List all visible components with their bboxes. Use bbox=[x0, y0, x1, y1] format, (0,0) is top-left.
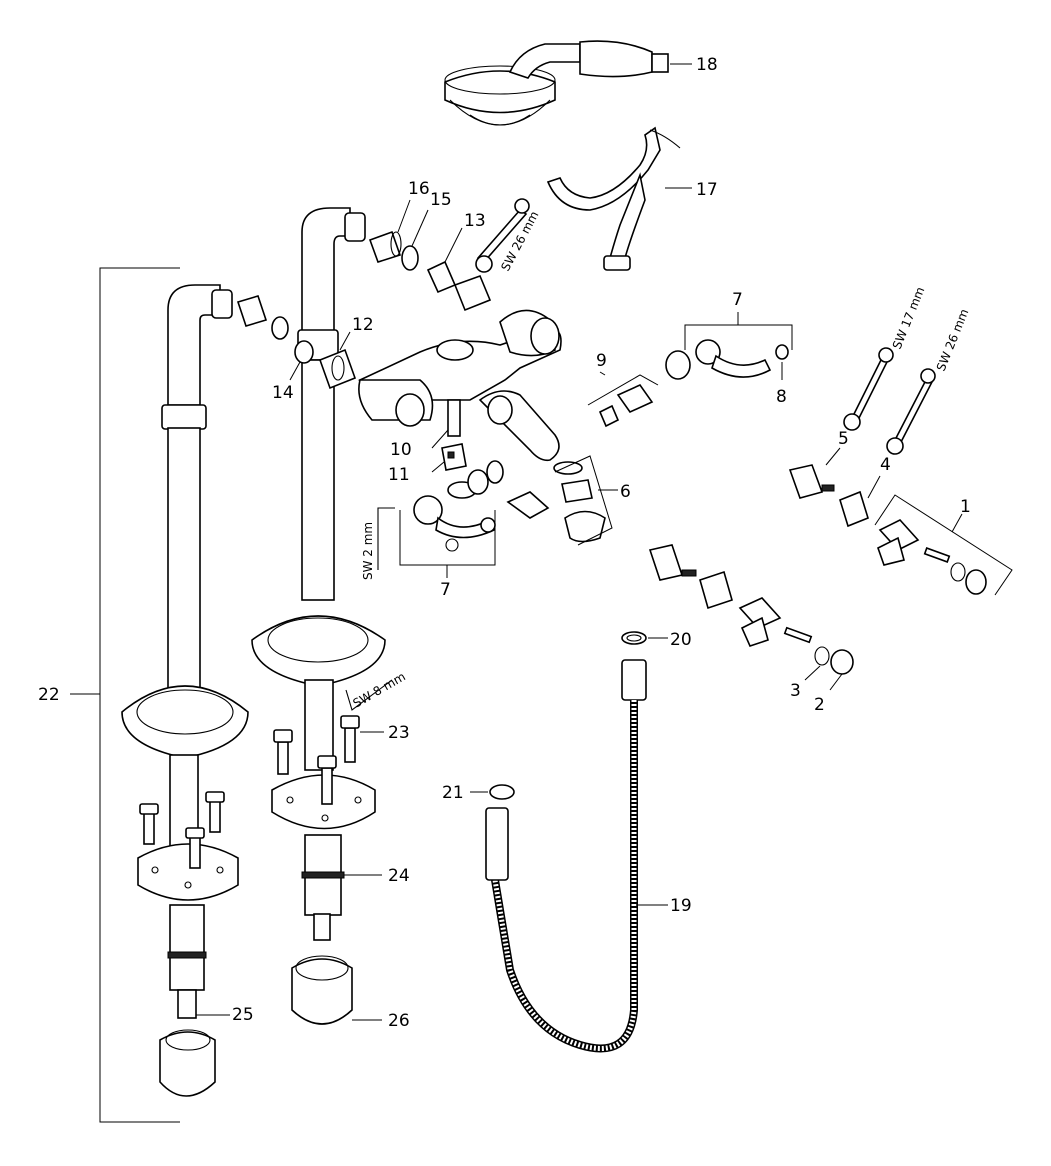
callout-4: 4 bbox=[880, 455, 891, 475]
callout-3: 3 bbox=[790, 681, 801, 701]
callout-25: 25 bbox=[232, 1005, 254, 1025]
mixer-body bbox=[357, 309, 562, 462]
right-screws bbox=[273, 715, 360, 805]
wrench-sw26-right bbox=[886, 368, 936, 455]
ring-part-14 bbox=[294, 340, 314, 364]
callout-5: 5 bbox=[838, 429, 849, 449]
callout-23: 23 bbox=[388, 723, 410, 743]
tool-label-sw26-right: SW 26 mm bbox=[934, 307, 972, 373]
cartridge-part-10 bbox=[447, 399, 461, 437]
washer-part-15 bbox=[401, 245, 419, 271]
bracket-part-22 bbox=[99, 267, 180, 1123]
nut-part-13 bbox=[426, 260, 492, 312]
callout-12: 12 bbox=[352, 315, 374, 335]
lower-valve-group bbox=[648, 544, 854, 675]
callout-24: 24 bbox=[388, 866, 410, 886]
callout-19: 19 bbox=[670, 896, 692, 916]
nut-part-12 bbox=[318, 348, 357, 390]
washer-part-21 bbox=[489, 784, 515, 800]
handle-part-1 bbox=[877, 519, 987, 595]
callout-13: 13 bbox=[464, 211, 486, 231]
callout-14: 14 bbox=[272, 383, 294, 403]
shower-hose-part-19 bbox=[485, 659, 647, 1053]
callout-11: 11 bbox=[388, 465, 410, 485]
callout-18: 18 bbox=[696, 55, 718, 75]
callout-21: 21 bbox=[442, 783, 464, 803]
callout-16: 16 bbox=[408, 179, 430, 199]
callout-7-lower: 7 bbox=[440, 580, 451, 600]
valve-part-9 bbox=[598, 383, 654, 428]
callout-9: 9 bbox=[596, 351, 607, 371]
diverter-handle-group bbox=[413, 460, 550, 552]
callout-8: 8 bbox=[776, 387, 787, 407]
screw-part-8 bbox=[775, 344, 789, 360]
callout-10: 10 bbox=[390, 440, 412, 460]
callout-15: 15 bbox=[430, 190, 452, 210]
callout-20: 20 bbox=[670, 630, 692, 650]
wrench-sw17 bbox=[843, 347, 894, 431]
callout-7-upper: 7 bbox=[732, 290, 743, 310]
aerator-part-6 bbox=[553, 461, 606, 543]
right-riser-pipe bbox=[251, 207, 386, 1025]
nut-part-4 bbox=[839, 490, 869, 528]
tool-label-sw17: SW 17 mm bbox=[890, 285, 928, 351]
shower-holder-part-17 bbox=[546, 126, 681, 271]
callout-17: 17 bbox=[696, 180, 718, 200]
hex-key-sw8 bbox=[345, 679, 393, 711]
left-riser-pipe bbox=[121, 284, 249, 1097]
callout-26: 26 bbox=[388, 1011, 410, 1031]
callout-1: 1 bbox=[960, 497, 971, 517]
callout-6: 6 bbox=[620, 482, 631, 502]
tool-label-sw2: SW 2 mm bbox=[361, 522, 375, 580]
left-fittings bbox=[236, 295, 289, 340]
left-screws bbox=[139, 791, 225, 869]
wrench-sw26-top bbox=[475, 198, 530, 273]
hand-shower-part-18 bbox=[444, 40, 669, 126]
handle-part-7-upper bbox=[665, 339, 772, 380]
cartridge-part-5 bbox=[788, 464, 835, 499]
insert-part-11 bbox=[441, 443, 467, 471]
fitting-part-16 bbox=[368, 230, 402, 263]
callout-2: 2 bbox=[814, 695, 825, 715]
washer-part-20 bbox=[621, 631, 647, 645]
callout-22: 22 bbox=[38, 685, 60, 705]
hex-key-sw2 bbox=[377, 507, 395, 570]
tool-label-sw8: SW 8 mm bbox=[351, 669, 408, 710]
